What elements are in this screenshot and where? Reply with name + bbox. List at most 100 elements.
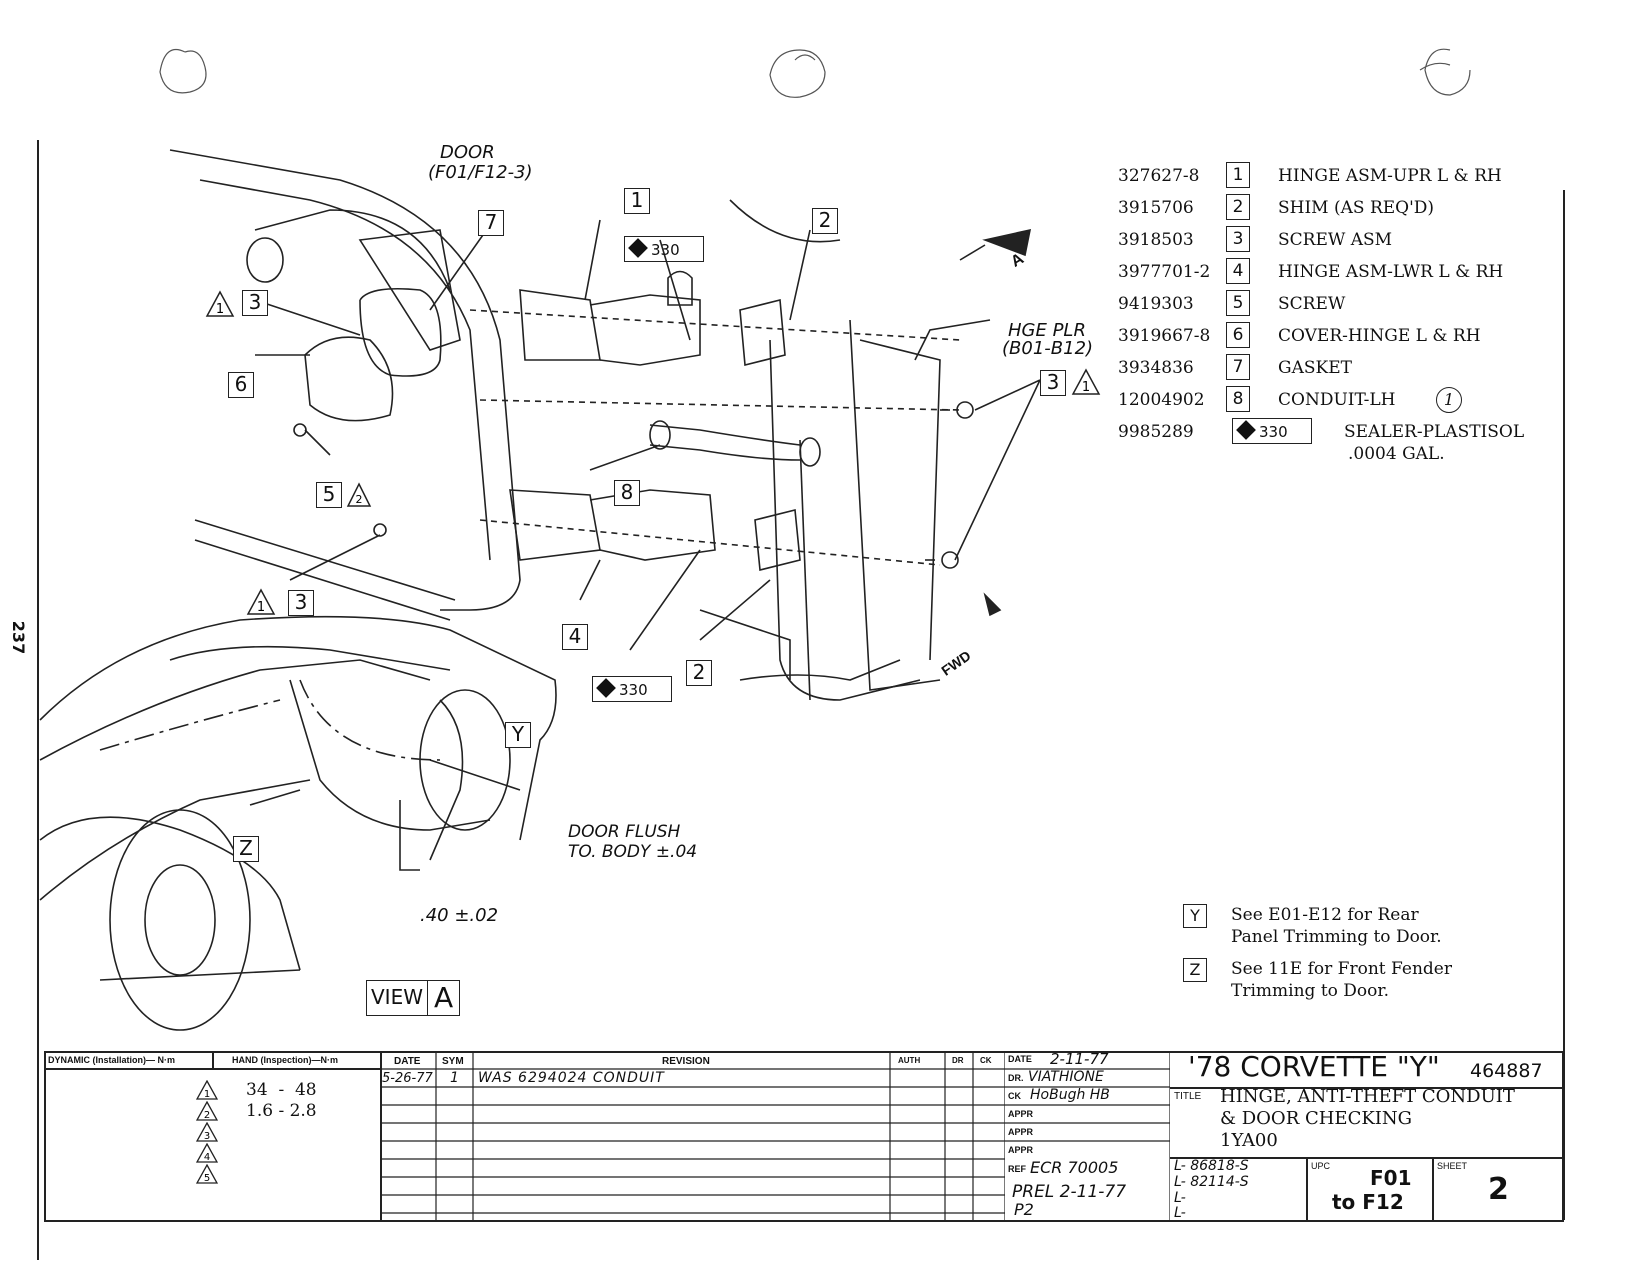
torque-triangle-icon: 4 bbox=[196, 1143, 218, 1163]
title-line-2: & DOOR CHECKING bbox=[1220, 1108, 1413, 1129]
svg-text:2: 2 bbox=[204, 1110, 210, 1121]
sealer-tag-upper: 330 bbox=[624, 236, 704, 262]
door-flush-label: DOOR FLUSH bbox=[568, 822, 681, 842]
upc-value-2: to F12 bbox=[1332, 1190, 1404, 1214]
callout-z: Z bbox=[233, 836, 259, 862]
hand-torque-header: HAND (Inspection)—N·m bbox=[232, 1055, 338, 1065]
torque-triangle-icon: 1 bbox=[246, 588, 276, 615]
sheet-divider bbox=[1432, 1157, 1434, 1222]
svg-text:3: 3 bbox=[204, 1131, 210, 1142]
title-block-left bbox=[44, 1051, 46, 1222]
svg-text:5: 5 bbox=[204, 1173, 210, 1184]
door-label: DOOR bbox=[440, 142, 495, 163]
callout-4: 4 bbox=[562, 624, 588, 650]
date-value: 2-11-77 bbox=[1050, 1050, 1109, 1068]
rev-date-value: 5-26-77 bbox=[382, 1071, 433, 1086]
torque-triangle-icon: 1 bbox=[1071, 368, 1101, 395]
conduit-note-circle: 1 bbox=[1436, 387, 1462, 413]
ck-value: HoBugh HB bbox=[1030, 1087, 1110, 1103]
view-a-label: VIEW A bbox=[366, 980, 461, 1016]
left-border bbox=[37, 140, 39, 1260]
approval-grid bbox=[1005, 1051, 1170, 1222]
torque-triangle-icon: 1 bbox=[205, 290, 235, 317]
rev-col-dr: DR bbox=[952, 1056, 964, 1065]
door-ref: (F01/F12-3) bbox=[428, 162, 533, 183]
title-block-top bbox=[44, 1051, 1562, 1053]
appr-label-1: APPR bbox=[1008, 1109, 1034, 1119]
revision-grid bbox=[380, 1051, 1005, 1222]
torque-triangle-icon: 3 bbox=[196, 1122, 218, 1142]
ref-value: ECR 70005 bbox=[1030, 1158, 1119, 1177]
date-label: DATE bbox=[1008, 1054, 1032, 1064]
callout-8: 8 bbox=[614, 480, 640, 506]
svg-text:1: 1 bbox=[216, 302, 224, 317]
prel-note: PREL 2-11-77 bbox=[1012, 1182, 1127, 1202]
torque-row: 5 bbox=[196, 1164, 376, 1185]
svg-text:4: 4 bbox=[204, 1152, 210, 1163]
rev-col-revision: REVISION bbox=[662, 1056, 710, 1067]
torque-sym-1: 1 bbox=[204, 1089, 210, 1100]
gap-dimension: .40 ±.02 bbox=[420, 905, 499, 926]
sealer-diamond-icon bbox=[596, 678, 616, 698]
title-divider bbox=[1170, 1087, 1562, 1089]
sealer-tag: 330 bbox=[1232, 418, 1312, 444]
torque-triangle-icon: 1 bbox=[196, 1080, 218, 1100]
right-border bbox=[1563, 190, 1565, 1220]
sheet-value: 2 bbox=[1488, 1172, 1509, 1207]
model-name: '78 CORVETTE "Y" bbox=[1188, 1050, 1440, 1083]
torque-triangle-icon: 2 bbox=[346, 482, 372, 507]
l-ref-1: L- 86818-S bbox=[1174, 1158, 1249, 1174]
svg-text:2: 2 bbox=[356, 493, 363, 506]
prel-p2: P2 bbox=[1014, 1200, 1034, 1219]
rev-col-date: DATE bbox=[394, 1056, 421, 1067]
l-ref-2: L- 82114-S bbox=[1174, 1174, 1249, 1190]
punch-holes bbox=[159, 48, 1471, 98]
rev-text: WAS 6294024 CONDUIT bbox=[478, 1070, 665, 1086]
callout-2-upper: 2 bbox=[812, 208, 838, 234]
torque-triangle-icon: 2 bbox=[196, 1101, 218, 1121]
sealer-diamond-icon bbox=[1236, 420, 1256, 440]
torque-header-line bbox=[44, 1068, 380, 1070]
rev-col-ck: CK bbox=[980, 1056, 992, 1065]
rev-col-auth: AUTH bbox=[898, 1056, 921, 1065]
callout-3-right: 3 bbox=[1040, 370, 1066, 396]
rev-col-sym: SYM bbox=[442, 1056, 464, 1067]
callout-7: 7 bbox=[478, 210, 504, 236]
dynamic-torque-header: DYNAMIC (Installation)— N·m bbox=[48, 1055, 175, 1065]
callout-6: 6 bbox=[228, 372, 254, 398]
upc-divider bbox=[1306, 1157, 1308, 1222]
torque-triangle-icon: 5 bbox=[196, 1164, 218, 1184]
svg-text:1: 1 bbox=[257, 600, 265, 615]
appr-label-3: APPR bbox=[1008, 1145, 1034, 1155]
title-block-right bbox=[1562, 1051, 1564, 1222]
hge-plr-ref: (B01-B12) bbox=[1002, 338, 1094, 359]
view-letter: A bbox=[434, 981, 454, 1014]
l-ref-4: L- bbox=[1174, 1205, 1186, 1221]
drawing-number: 464887 bbox=[1470, 1060, 1543, 1082]
callout-1: 1 bbox=[624, 188, 650, 214]
dr-label: DR. bbox=[1008, 1073, 1024, 1083]
callout-3-left-upper: 3 bbox=[242, 290, 268, 316]
rev-sym-value: 1 bbox=[450, 1070, 459, 1086]
title-block-bottom bbox=[44, 1220, 1562, 1222]
torque-divider bbox=[212, 1051, 214, 1069]
hge-plr-label: HGE PLR bbox=[1008, 320, 1086, 341]
ref-label: REF bbox=[1008, 1164, 1026, 1174]
svg-text:1: 1 bbox=[1082, 380, 1090, 395]
dr-value: VIATHIONE bbox=[1028, 1069, 1104, 1085]
title-bottom-divider bbox=[1170, 1157, 1562, 1159]
torque-row: 3 bbox=[196, 1122, 376, 1143]
sealer-tag-lower: 330 bbox=[592, 676, 672, 702]
upc-label: UPC bbox=[1311, 1161, 1331, 1171]
hinge-assembly-drawing bbox=[39, 149, 1041, 1031]
callout-3-left-lower: 3 bbox=[288, 590, 314, 616]
view-word: VIEW bbox=[367, 981, 428, 1015]
title-label: TITLE bbox=[1174, 1091, 1202, 1102]
door-flush-value: TO. BODY ±.04 bbox=[568, 842, 698, 862]
title-line-3: 1YA00 bbox=[1220, 1130, 1278, 1151]
torque-right-edge bbox=[380, 1051, 382, 1222]
